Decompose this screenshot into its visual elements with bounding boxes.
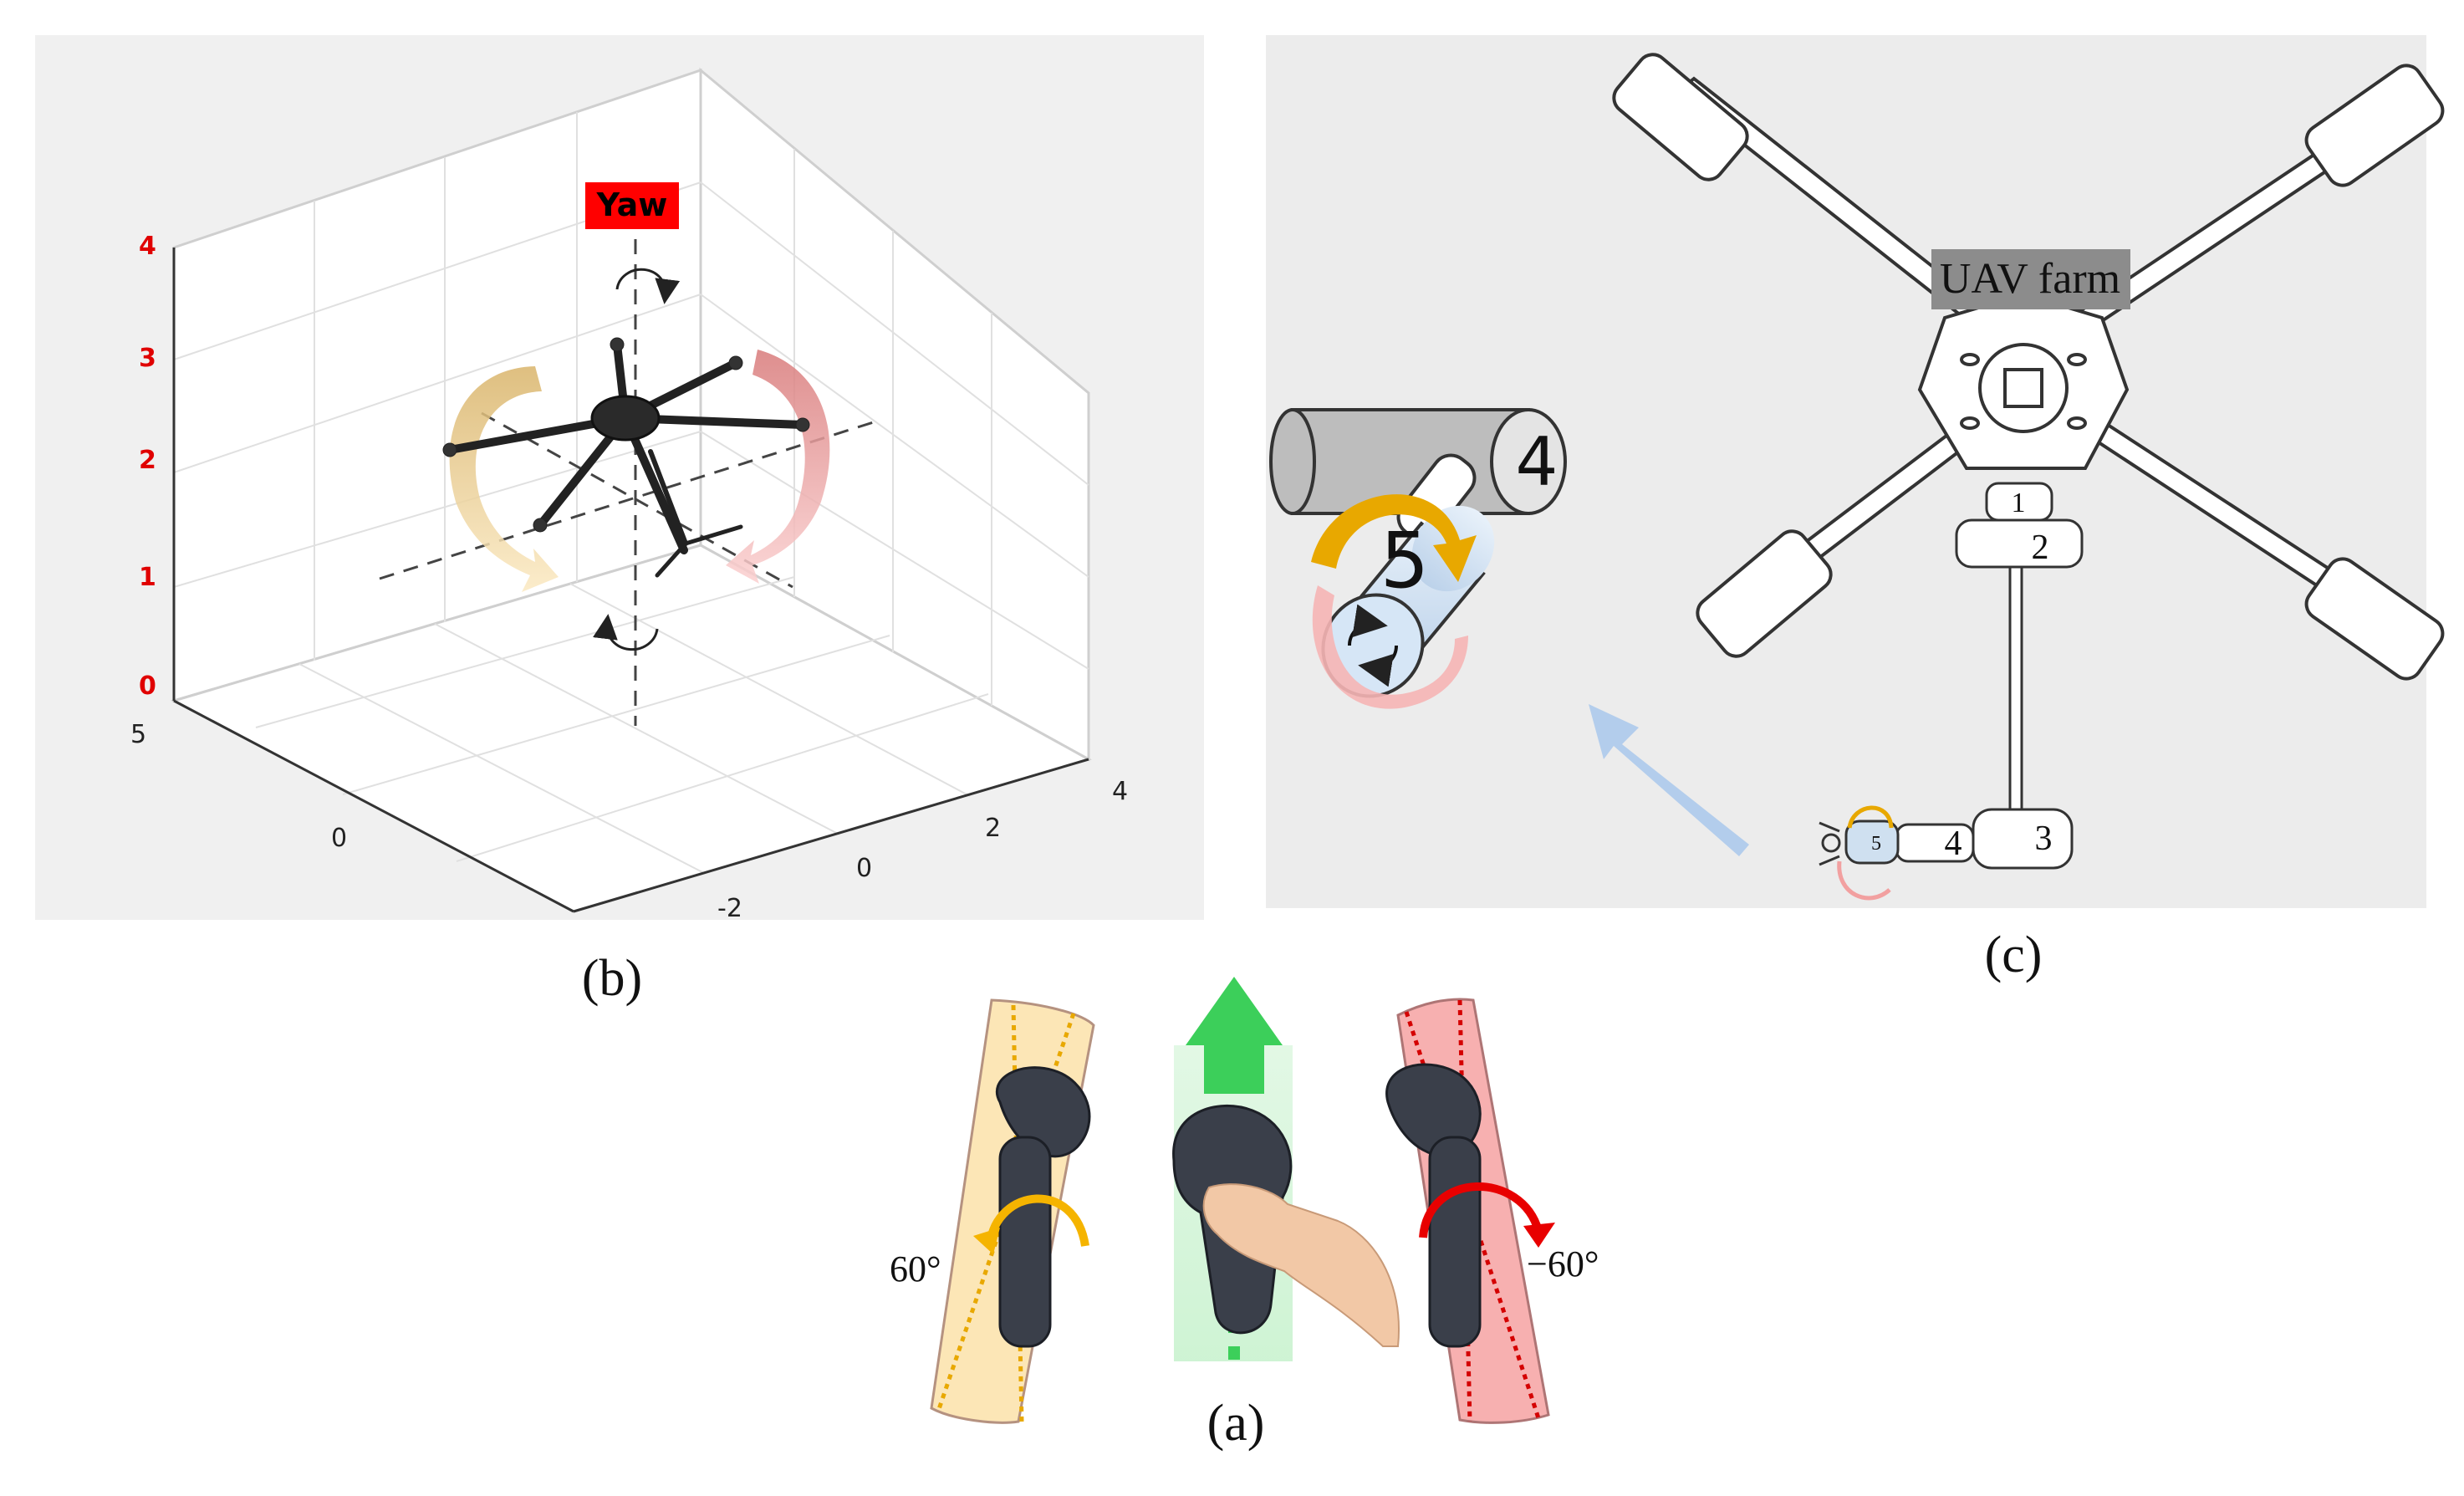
yaw-arrow-top-icon bbox=[615, 268, 681, 304]
x-tick-4: 4 bbox=[1112, 777, 1128, 806]
z-tick-0: 0 bbox=[139, 671, 156, 701]
arm-joint-5: 5 bbox=[1871, 833, 1881, 855]
left-rotation-arrow-icon bbox=[986, 1194, 1089, 1247]
yaw-arrow-bottom-icon bbox=[593, 614, 659, 651]
z-tick-3: 3 bbox=[139, 344, 156, 373]
roll-arrow-icon bbox=[449, 366, 559, 592]
panel-b-3d-plot: 0 1 2 3 4 5 0 -2 0 2 4 Yaw bbox=[35, 35, 1204, 1007]
detail-roll-arrow-icon bbox=[1312, 585, 1468, 709]
z-axis-ticks: 0 1 2 3 4 bbox=[139, 232, 156, 701]
z-tick-4: 4 bbox=[139, 232, 156, 261]
arm-joint-1: 1 bbox=[2012, 488, 2026, 518]
arm-joint-3: 3 bbox=[2035, 819, 2053, 858]
zoom-pointer-arrow bbox=[1589, 704, 1749, 856]
arm-joint-4: 4 bbox=[1945, 825, 1962, 863]
robotic-arm bbox=[1819, 482, 2084, 870]
detail-joint-5 bbox=[1321, 505, 1495, 698]
x-tick-0: 0 bbox=[856, 854, 872, 883]
forward-arrow-icon bbox=[1186, 977, 1283, 1094]
x-tick-2: 2 bbox=[985, 814, 1001, 843]
panel-a-caption: (a) bbox=[1207, 1395, 1265, 1452]
yaw-tag: Yaw bbox=[596, 186, 668, 223]
yaw-tag-bg bbox=[585, 182, 679, 229]
detail-label-5: 5 bbox=[1380, 516, 1430, 605]
panel-c-uav-diagram: UAV farm 1 2 3 4 5 4 bbox=[1266, 35, 2445, 983]
x-tick-neg2: -2 bbox=[717, 894, 742, 923]
hand bbox=[1202, 1183, 1400, 1347]
uav-farm-sign-bg bbox=[1931, 249, 2130, 309]
uav-farm-sign: UAV farm bbox=[1940, 255, 2120, 303]
left-controller bbox=[995, 1066, 1091, 1348]
panel-b-caption: (b) bbox=[582, 950, 642, 1007]
panel-a-controller: 60° −60° (a) bbox=[890, 977, 1599, 1452]
small-gimbal-arrow-icon bbox=[1847, 805, 1894, 829]
z-tick-1: 1 bbox=[139, 563, 156, 592]
detail-label-4: 4 bbox=[1516, 423, 1558, 501]
detail-gimbal-arrow-icon bbox=[1311, 494, 1477, 582]
arm-joint-2: 2 bbox=[2032, 528, 2049, 567]
right-rotation-arrow-icon bbox=[1419, 1182, 1543, 1238]
held-controller bbox=[1172, 1104, 1400, 1347]
rotation-axes bbox=[379, 239, 882, 726]
right-angle-label: −60° bbox=[1527, 1243, 1599, 1284]
pitch-arrow-icon bbox=[726, 350, 830, 584]
z-tick-2: 2 bbox=[139, 446, 156, 475]
drone-model bbox=[442, 337, 810, 578]
y-tick-0: 0 bbox=[331, 824, 347, 853]
plot-axes bbox=[172, 248, 1089, 913]
small-roll-arrow-icon bbox=[1837, 860, 1891, 901]
left-angle-label: 60° bbox=[890, 1248, 941, 1289]
y-tick-5: 5 bbox=[130, 720, 146, 749]
panel-c-caption: (c) bbox=[1985, 927, 2043, 983]
